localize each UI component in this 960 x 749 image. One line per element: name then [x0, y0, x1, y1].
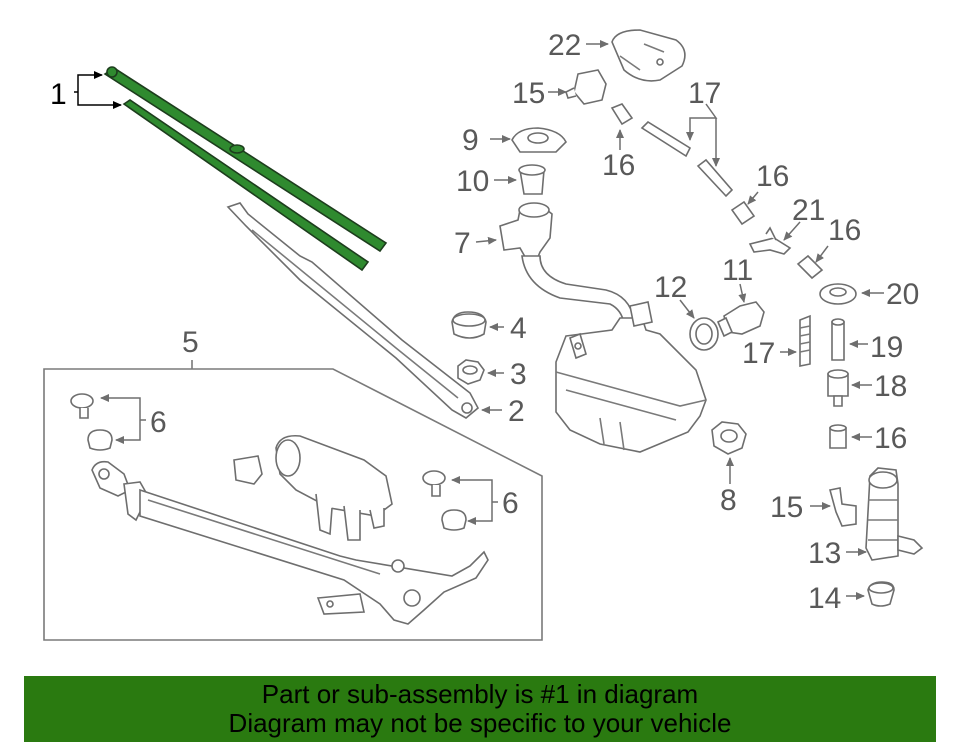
arrow-21: [783, 221, 801, 241]
callout-22: 22: [548, 29, 581, 62]
washer-nozzle[interactable]: [511, 127, 567, 153]
arm-cap[interactable]: [451, 311, 487, 339]
washer-cover[interactable]: [611, 29, 686, 82]
callout-6-right: 6: [502, 487, 519, 520]
callout-1-bracket: [74, 71, 122, 109]
arrow-11: [738, 283, 747, 303]
callout-3: 3: [510, 358, 527, 391]
connector-upper[interactable]: [565, 69, 607, 105]
hose-16-upper-left[interactable]: [610, 103, 634, 126]
reservoir-cap[interactable]: [518, 164, 546, 195]
wiper-linkage[interactable]: [91, 460, 489, 625]
callout-6-left: 6: [150, 406, 167, 439]
callout-17-upper: 17: [688, 77, 721, 110]
wiper-motor[interactable]: [275, 434, 393, 541]
callout-5: 5: [182, 326, 199, 359]
callout-9: 9: [462, 124, 479, 157]
grommet-6-right[interactable]: [422, 470, 467, 531]
washer-pump[interactable]: [865, 467, 924, 561]
hose-16-upper-right[interactable]: [730, 200, 756, 226]
arrow-6b-1: [451, 476, 493, 502]
arrow-16c: [815, 245, 829, 263]
hose-connector-21[interactable]: [748, 226, 792, 255]
arrow-17a-1: [686, 103, 718, 141]
hose-17-lower[interactable]: [799, 314, 811, 367]
wiper-blade-upper[interactable]: [103, 66, 388, 253]
grommet-6-upper-left[interactable]: [70, 393, 113, 451]
arm-nut[interactable]: [457, 359, 485, 385]
connector-lower[interactable]: [829, 487, 857, 527]
hose-16-right[interactable]: [796, 254, 824, 280]
callout-1: 1: [50, 78, 67, 111]
grommet-20[interactable]: [819, 283, 857, 305]
callout-15-upper: 15: [512, 77, 545, 110]
callout-7: 7: [454, 227, 471, 260]
callout-17-lower: 17: [742, 337, 775, 370]
arrow-12: [679, 299, 695, 319]
callout-2: 2: [508, 395, 525, 428]
fitting-18[interactable]: [827, 369, 849, 407]
callout-16-b: 16: [756, 160, 789, 193]
callout-20: 20: [886, 278, 919, 311]
callout-16-a: 16: [602, 149, 635, 182]
arrow-16b: [747, 191, 759, 205]
callout-12: 12: [654, 271, 687, 304]
wiper-blade-lower[interactable]: [122, 99, 370, 272]
callout-16-c: 16: [828, 214, 861, 247]
washer-reservoir[interactable]: [555, 301, 707, 453]
level-sensor-seal[interactable]: [689, 317, 719, 351]
arrow-7: [475, 236, 497, 245]
banner-line-1: Part or sub-assembly is #1 in diagram: [261, 679, 699, 709]
callout-8: 8: [720, 484, 737, 517]
callout-11: 11: [722, 254, 753, 287]
wiper-arm[interactable]: [226, 202, 480, 419]
callout-4: 4: [510, 312, 527, 345]
arrow-6b-2: [467, 502, 493, 525]
hose-17-upper[interactable]: [640, 120, 734, 198]
callout-21: 21: [792, 194, 825, 227]
callout-10: 10: [456, 165, 489, 198]
callout-16-d: 16: [874, 422, 907, 455]
info-banner: Part or sub-assembly is #1 in diagram Di…: [24, 676, 936, 742]
level-sensor[interactable]: [716, 301, 765, 338]
callout-13: 13: [808, 537, 841, 570]
hose-16-lower[interactable]: [829, 424, 847, 449]
callout-14: 14: [808, 582, 841, 615]
arrow-6a-1: [100, 394, 141, 420]
banner-line-2: Diagram may not be specific to your vehi…: [228, 708, 732, 738]
arrow-6a-2: [115, 420, 141, 444]
callout-18: 18: [874, 370, 907, 403]
callout-19: 19: [870, 331, 903, 364]
callout-15-lower: 15: [770, 491, 803, 524]
reservoir-grommet[interactable]: [711, 421, 747, 455]
fitting-19[interactable]: [831, 318, 845, 361]
motor-grommet[interactable]: [233, 455, 263, 485]
pump-grommet[interactable]: [867, 581, 895, 607]
linkage-assembly-box: [43, 368, 543, 641]
